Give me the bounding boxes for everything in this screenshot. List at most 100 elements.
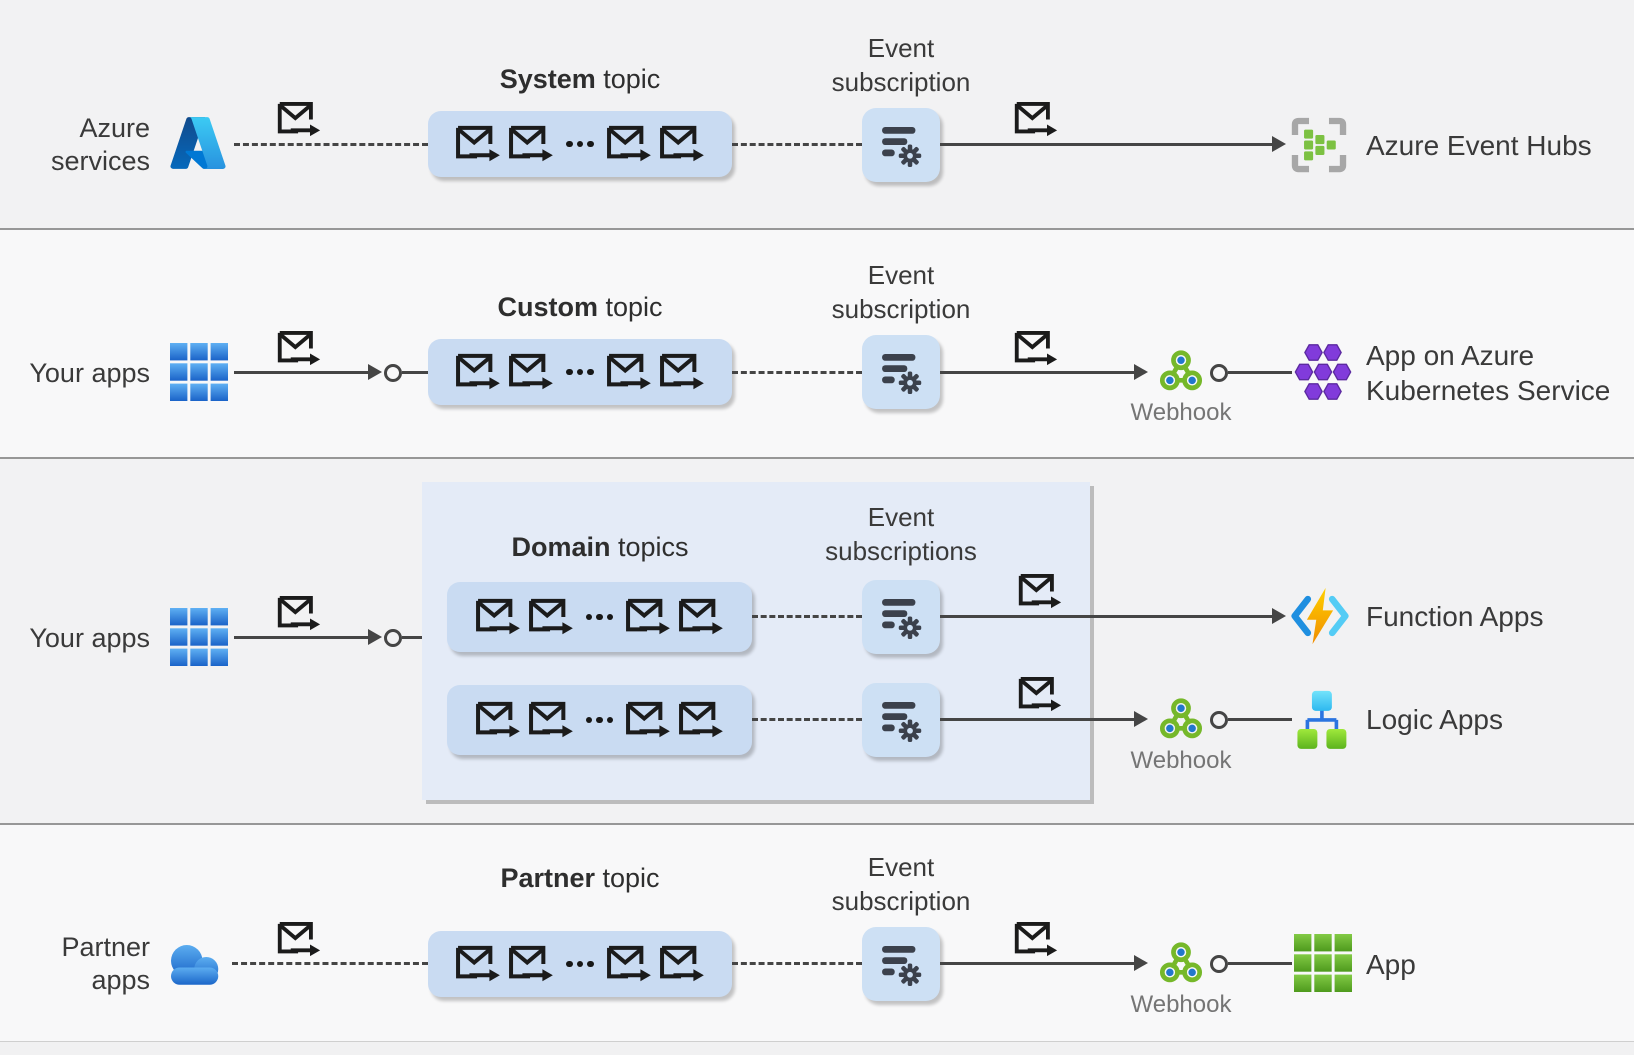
target-label-event-hubs: Azure Event Hubs (1366, 130, 1592, 161)
event-envelope-icon (277, 921, 321, 958)
connector-solid (940, 962, 1134, 965)
connector-solid (940, 371, 1134, 374)
connector-solid (940, 615, 1272, 618)
event-envelope-icon (1014, 921, 1058, 958)
webhook-icon (1158, 348, 1204, 394)
target-label-app: App (1366, 949, 1416, 980)
band-partner (0, 825, 1634, 1041)
event-envelope-icon (678, 598, 724, 636)
event-envelope-icon (455, 353, 501, 391)
ellipsis-dots (566, 368, 594, 376)
band-system (0, 0, 1634, 228)
target-label-function-apps: Function Apps (1366, 601, 1544, 632)
connector-solid (1228, 371, 1292, 374)
event-subscription-node (862, 108, 940, 182)
function-apps-icon (1290, 586, 1350, 646)
connector-solid (940, 143, 1272, 146)
connector-dashed (732, 143, 862, 146)
band-separator (0, 1041, 1634, 1042)
event-envelope-icon (659, 945, 705, 983)
event-subscription-node (862, 683, 940, 757)
arrowhead (368, 629, 382, 645)
event-subscription-label: Event subscription (831, 33, 971, 97)
band-separator (0, 823, 1634, 825)
event-envelope-icon (606, 353, 652, 391)
event-envelope-icon (678, 701, 724, 739)
event-subscription-icon (874, 590, 928, 644)
app-grid-green-icon (1294, 934, 1352, 992)
event-subscription-label: Event subscription (831, 260, 971, 324)
source-label-partner-apps: Partner apps (61, 932, 150, 995)
event-envelope-icon (277, 330, 321, 367)
event-envelope-icon (455, 945, 501, 983)
app-grid-blue-icon (170, 608, 228, 666)
source-label-azure-services: Azure services (50, 113, 150, 176)
event-hubs-icon (1290, 116, 1348, 174)
event-envelope-icon (508, 353, 554, 391)
bottom-strip (0, 1042, 1634, 1055)
arrowhead (1272, 136, 1286, 152)
custom-topic-title: Custom topic (497, 292, 663, 322)
connector-circle (384, 629, 402, 647)
ellipsis-dots (566, 140, 594, 148)
webhook-icon (1158, 696, 1204, 742)
event-envelope-icon (1014, 101, 1058, 138)
webhook-label: Webhook (1130, 991, 1232, 1018)
arrowhead (1134, 955, 1148, 971)
domain-topic-box (447, 582, 752, 652)
connector-dashed (732, 962, 862, 965)
band-custom (0, 230, 1634, 457)
event-envelope-icon (1018, 676, 1062, 713)
connector-circle (1210, 955, 1228, 973)
ellipsis-dots (585, 716, 614, 724)
system-topic-box (428, 111, 732, 177)
source-label-your-apps: Your apps (29, 623, 150, 653)
connector-solid (402, 371, 428, 374)
connector-solid (1228, 962, 1292, 965)
event-envelope-icon (1014, 330, 1058, 367)
arrowhead (1134, 711, 1148, 727)
event-envelope-icon (528, 701, 574, 739)
event-subscription-node (862, 335, 940, 409)
arrowhead (368, 364, 382, 380)
connector-solid (940, 718, 1134, 721)
event-envelope-icon (508, 945, 554, 983)
connector-circle (1210, 364, 1228, 382)
ellipsis-dots (585, 613, 614, 621)
ellipsis-dots (566, 960, 594, 968)
webhook-label: Webhook (1130, 399, 1232, 426)
system-topic-title: System topic (499, 64, 661, 94)
arrowhead (1134, 364, 1148, 380)
connector-circle (1210, 711, 1228, 729)
event-envelope-icon (625, 701, 671, 739)
connector-dashed (752, 718, 862, 721)
connector-dashed (732, 371, 862, 374)
event-envelope-icon (277, 101, 321, 138)
aks-icon (1294, 343, 1352, 401)
event-subscription-icon (874, 693, 928, 747)
target-label-logic-apps: Logic Apps (1366, 704, 1503, 735)
event-envelope-icon (475, 598, 521, 636)
event-envelope-icon (1018, 573, 1062, 610)
event-envelope-icon (277, 595, 321, 632)
event-subscription-icon (874, 937, 928, 991)
event-subscription-icon (874, 118, 928, 172)
event-subscription-node (862, 927, 940, 1001)
event-subscription-node (862, 580, 940, 654)
connector-dashed (752, 615, 862, 618)
domain-topics-title: Domain topics (511, 532, 689, 562)
connector-solid (1228, 718, 1292, 721)
cloud-icon (162, 939, 228, 987)
arrowhead (1272, 608, 1286, 624)
event-envelope-icon (606, 945, 652, 983)
connector-dashed (232, 962, 428, 965)
custom-topic-box (428, 339, 732, 405)
partner-topic-box (428, 931, 732, 997)
event-envelope-icon (528, 598, 574, 636)
connector-circle (384, 364, 402, 382)
azure-logo-icon (168, 111, 228, 175)
webhook-label: Webhook (1130, 747, 1232, 774)
connector-solid (402, 636, 422, 639)
event-envelope-icon (508, 125, 554, 163)
